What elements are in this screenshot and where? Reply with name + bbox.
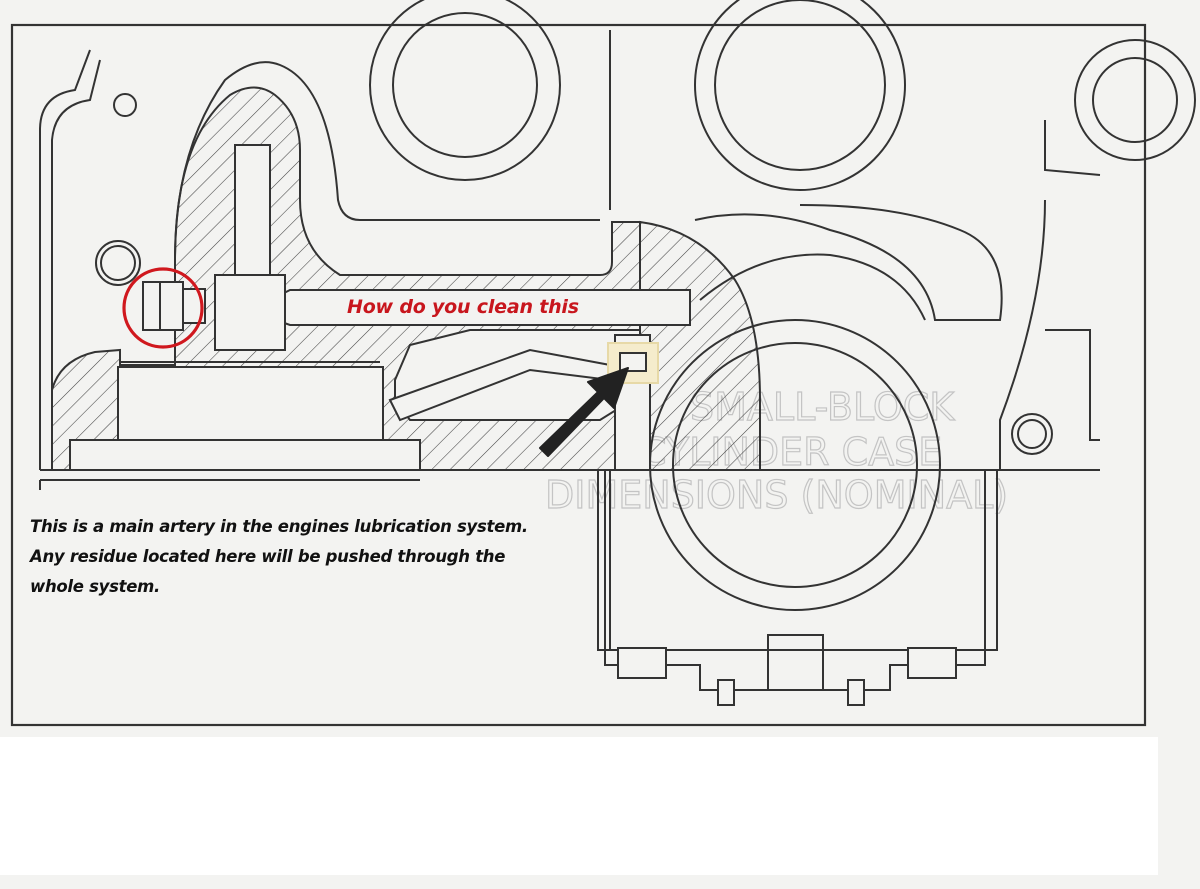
pointer-arrow [539, 367, 629, 457]
pan-rail [69, 361, 421, 471]
drawing-frame [10, 23, 1147, 727]
callout-question: How do you clean this [347, 296, 579, 318]
blank-white-panel [0, 737, 1158, 875]
bolt-holes [95, 93, 1053, 455]
highlight-circle [122, 267, 204, 349]
callout-label-bg [338, 294, 588, 322]
gallery-plug [142, 281, 206, 331]
cylinder-bores-top [369, 0, 1196, 191]
main-bearing-housing [597, 204, 1003, 706]
svg-text:DIMENSIONS (NOMINAL): DIMENSIONS (NOMINAL) [545, 473, 1008, 517]
note-line: This is a main artery in the engines lub… [30, 517, 528, 536]
note-line: Any residue located here will be pushed … [30, 547, 506, 566]
note-line: whole system. [30, 577, 160, 596]
explanation-note: This is a main artery in the engines lub… [30, 512, 590, 602]
